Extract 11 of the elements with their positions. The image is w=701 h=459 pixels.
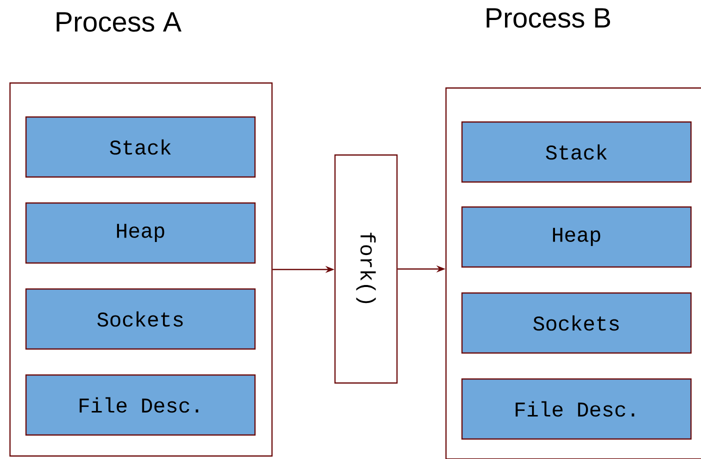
memory-segment-box: Sockets — [25, 288, 256, 350]
process-title: Process B — [486, 8, 610, 28]
memory-segment-box: Stack — [25, 116, 256, 178]
memory-segment-box: Heap — [461, 206, 692, 268]
memory-segment-box: Stack — [461, 121, 692, 183]
memory-segment-box: File Desc. — [461, 378, 692, 440]
process-title: Process A — [56, 12, 182, 32]
memory-segment-box: Heap — [25, 202, 256, 264]
memory-segment-box: File Desc. — [25, 374, 256, 436]
memory-segment-box: Sockets — [461, 292, 692, 354]
syscall-box: fork() — [334, 154, 398, 384]
